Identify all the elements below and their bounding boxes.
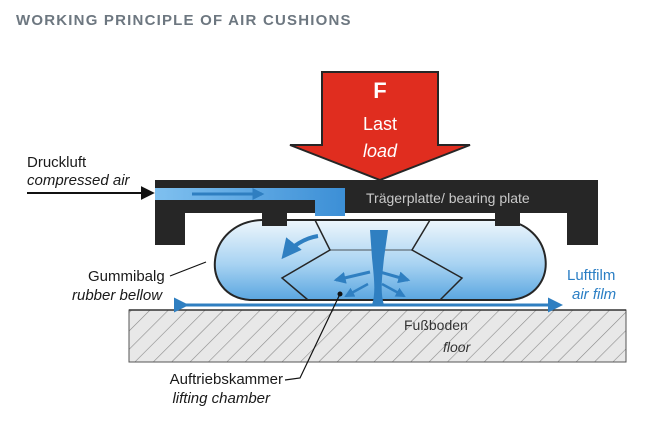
load-label-de: Last [363,114,397,134]
bellow-label-de: Gummibalg [88,268,165,285]
airflow-arrows [281,230,411,305]
floor-label-de: Fußboden [404,317,468,333]
airfilm-label-de: Luftfilm [567,267,615,284]
compressed-air-label-de: Druckluft [27,154,87,171]
load-force-letter: F [373,78,386,103]
chamber-label-en: lifting chamber [172,390,271,407]
floor-label-en: floor [443,339,472,355]
bellow-leader-line [169,261,207,277]
chamber-leader-line [284,293,341,381]
load-label-en: load [363,141,398,161]
chamber-label-de: Auftriebskammer [170,371,283,388]
load-arrow [289,71,471,182]
bearing-plate [155,180,598,245]
airfilm-label-en: air film [572,286,616,303]
bearing-plate-label: Trägerplatte/ bearing plate [366,190,530,206]
floor [128,309,627,363]
page-title: WORKING PRINCIPLE OF AIR CUSHIONS [16,12,352,29]
compressed-air-label-en: compressed air [27,172,131,189]
bellow-label-en: rubber bellow [72,287,163,304]
